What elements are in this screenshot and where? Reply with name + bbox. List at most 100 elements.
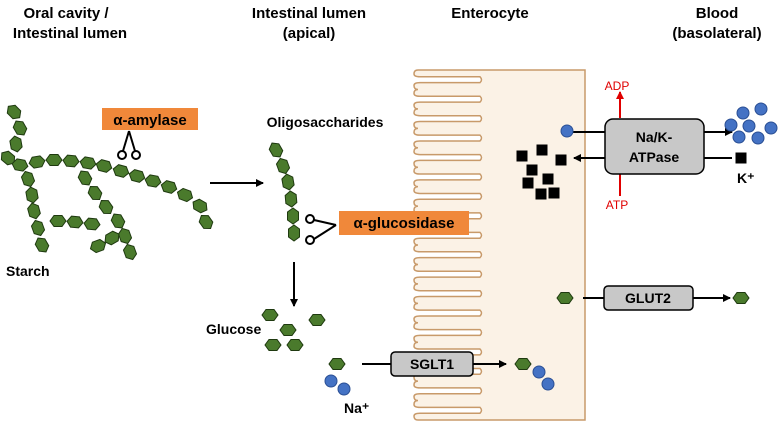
starch-glucose-unit xyxy=(192,198,208,214)
oligosaccharide-unit xyxy=(268,142,284,158)
atpase-label-line1: Na/K- xyxy=(636,129,673,145)
glut2-transport: GLUT2 xyxy=(583,285,731,311)
potassium-ion xyxy=(522,177,534,189)
oligosaccharide-unit xyxy=(287,207,299,225)
starch-glucose-unit xyxy=(11,158,29,172)
potassium-ion xyxy=(542,173,554,185)
scissors-icon xyxy=(117,130,141,160)
starch-glucose-unit xyxy=(98,199,114,215)
header-blood-line2: (basolateral) xyxy=(672,25,761,42)
starch-glucose-unit xyxy=(62,154,80,168)
starch-glucose-unit xyxy=(104,230,120,246)
starch-glucose-unit xyxy=(95,159,113,173)
starch-glucose-unit xyxy=(176,187,194,203)
sglt1-label: SGLT1 xyxy=(410,356,454,372)
sodium-ion xyxy=(764,121,778,135)
sodium-ion xyxy=(541,377,555,391)
glut2-transporter xyxy=(603,285,694,311)
scissors-icon xyxy=(305,214,337,245)
starch-label: Starch xyxy=(6,263,50,279)
starch-glucose-unit xyxy=(198,214,214,230)
header-blood: Blood (basolateral) xyxy=(672,5,761,42)
sodium-label: Na⁺ xyxy=(344,400,369,416)
potassium-ion xyxy=(536,144,548,156)
ion-particles xyxy=(324,102,778,396)
sodium-ion xyxy=(337,382,351,396)
glucose-label: Glucose xyxy=(206,321,261,337)
starch-glucose-unit xyxy=(0,150,16,166)
starch-glucose-unit xyxy=(79,156,97,170)
glucose-molecule xyxy=(732,292,750,304)
header-enterocyte: Enterocyte xyxy=(451,5,529,22)
glucose-molecule xyxy=(279,324,297,336)
potassium-ion xyxy=(516,150,528,162)
starch-glucose-unit xyxy=(122,243,138,261)
starch-glucose-unit xyxy=(45,154,63,166)
glut2-label: GLUT2 xyxy=(625,290,671,306)
sodium-ion xyxy=(751,131,765,145)
starch-glucose-unit xyxy=(89,238,107,254)
glucose-molecule xyxy=(286,339,304,351)
atpase-label-line2: ATPase xyxy=(629,149,680,165)
header-oral-line2: Intestinal lumen xyxy=(13,25,127,42)
atpase-pump xyxy=(604,118,705,175)
starch-glucose-unit xyxy=(12,120,28,136)
starch-glucose-unit xyxy=(30,219,46,237)
starch-chain xyxy=(0,104,214,261)
glucose-molecule xyxy=(308,314,326,326)
sodium-ion xyxy=(532,365,546,379)
oligosaccharide-chain xyxy=(268,142,300,242)
starch-glucose-unit xyxy=(28,155,46,169)
potassium-ion xyxy=(555,154,567,166)
potassium-label: K⁺ xyxy=(737,170,755,186)
starch-glucose-unit xyxy=(110,213,126,229)
starch-glucose-unit xyxy=(112,164,130,178)
amylase-label: α-amylase xyxy=(113,112,186,129)
sglt1-transporter xyxy=(390,351,474,377)
glucose-molecule xyxy=(264,339,282,351)
sodium-ion xyxy=(754,102,768,116)
glucosidase-label: α-glucosidase xyxy=(354,215,455,232)
oligosaccharides-label: Oligosaccharides xyxy=(267,114,384,130)
starch-glucose-unit xyxy=(66,215,84,229)
sodium-ion xyxy=(742,119,756,133)
sodium-ion xyxy=(732,130,746,144)
glucose-molecule xyxy=(328,358,346,370)
sodium-ion xyxy=(560,124,574,138)
adp-label: ADP xyxy=(605,79,630,93)
header-intestinal-line2: (apical) xyxy=(283,25,336,42)
sodium-ion xyxy=(736,106,750,120)
starch-glucose-unit xyxy=(87,185,103,201)
potassium-ion xyxy=(535,188,547,200)
starch-glucose-unit xyxy=(83,217,101,231)
oligosaccharide-unit xyxy=(284,190,298,208)
starch-glucose-unit xyxy=(27,202,41,220)
starch-glucose-unit xyxy=(49,215,67,227)
na-k-atpase: Na/K- ATPase xyxy=(572,91,733,196)
sodium-ion xyxy=(324,374,338,388)
sodium-ion xyxy=(724,118,738,132)
amylase-tag xyxy=(102,108,198,130)
glucosidase-tag xyxy=(339,211,469,235)
starch-glucose-unit xyxy=(128,169,146,183)
glucose-molecule xyxy=(261,309,279,321)
starch-glucose-unit xyxy=(117,227,133,245)
potassium-ion xyxy=(735,152,747,164)
header-intestinal-line1: Intestinal lumen xyxy=(252,5,366,22)
starch-glucose-unit xyxy=(6,104,22,120)
header-oral-cavity: Oral cavity / Intestinal lumen xyxy=(13,5,127,42)
starch-glucose-unit xyxy=(25,186,39,204)
oligosaccharide-unit xyxy=(275,157,291,175)
glucose-molecule xyxy=(514,358,532,370)
potassium-ion xyxy=(548,187,560,199)
starch-glucose-unit xyxy=(160,180,178,194)
sglt1-transport: SGLT1 xyxy=(362,351,507,377)
starch-glucose-unit xyxy=(20,170,36,188)
potassium-ion xyxy=(526,164,538,176)
header-intestinal-lumen: Intestinal lumen (apical) xyxy=(252,5,366,42)
starch-glucose-unit xyxy=(34,237,50,253)
oligosaccharide-unit xyxy=(281,173,295,191)
glucose-molecule xyxy=(556,292,574,304)
atp-label: ATP xyxy=(606,198,628,212)
